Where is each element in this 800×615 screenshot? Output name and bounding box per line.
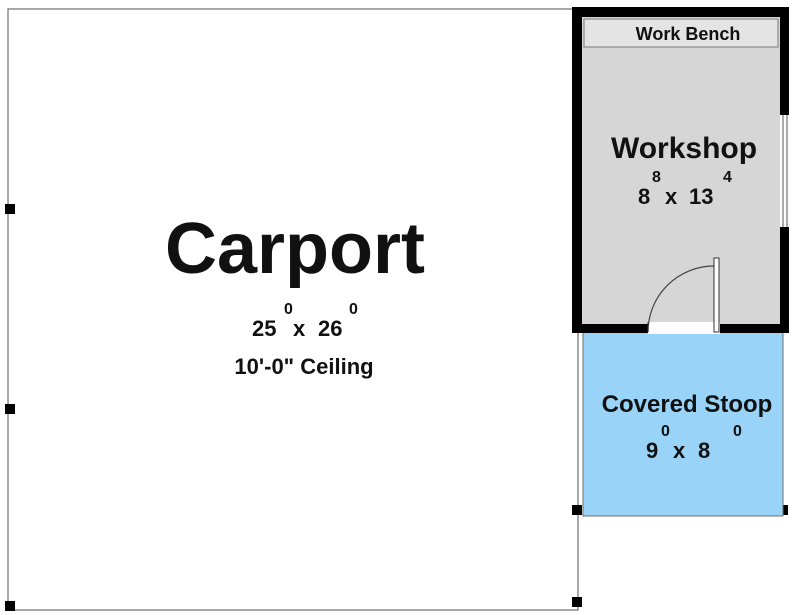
workshop-dim-a-sup: 8 [652, 169, 661, 186]
workshop-dim-b-sup: 4 [723, 169, 732, 186]
work-bench-label: Work Bench [636, 24, 741, 44]
workshop-window [780, 115, 790, 227]
stoop-label: Covered Stoop [602, 391, 773, 418]
carport-label: Carport [165, 209, 425, 289]
workshop-dim-a: 8 [638, 184, 650, 209]
workshop-dimensions: 8 8 x 13 4 [638, 169, 732, 209]
carport-area [7, 8, 579, 611]
workshop-door [647, 257, 720, 334]
carport-dim-b: 26 [318, 316, 342, 341]
post [5, 204, 15, 214]
workshop-label: Workshop [611, 132, 757, 165]
stoop-dim-sep: x [673, 438, 686, 463]
post [5, 601, 15, 611]
stoop-dim-b-sup: 0 [733, 423, 742, 440]
carport-dim-b-sup: 0 [349, 301, 358, 318]
stoop-dim-a: 9 [646, 438, 658, 463]
stoop-area [582, 331, 784, 517]
workshop-dim-sep: x [665, 184, 678, 209]
stoop-dim-b: 8 [698, 438, 710, 463]
post [5, 404, 15, 414]
workshop-interior [582, 17, 780, 324]
carport-ceiling-note: 10'-0" Ceiling [234, 354, 373, 379]
work-bench [583, 18, 779, 48]
post [572, 505, 582, 515]
stoop-dim-a-sup: 0 [661, 423, 670, 440]
stoop-dimensions: 9 0 x 8 0 [646, 423, 742, 463]
carport-dimensions: 25 0 x 26 0 [252, 301, 358, 341]
post [572, 597, 582, 607]
carport-dim-a: 25 [252, 316, 276, 341]
workshop-dim-b: 13 [689, 184, 713, 209]
carport-dim-sep: x [293, 316, 306, 341]
carport-dim-a-sup: 0 [284, 301, 293, 318]
